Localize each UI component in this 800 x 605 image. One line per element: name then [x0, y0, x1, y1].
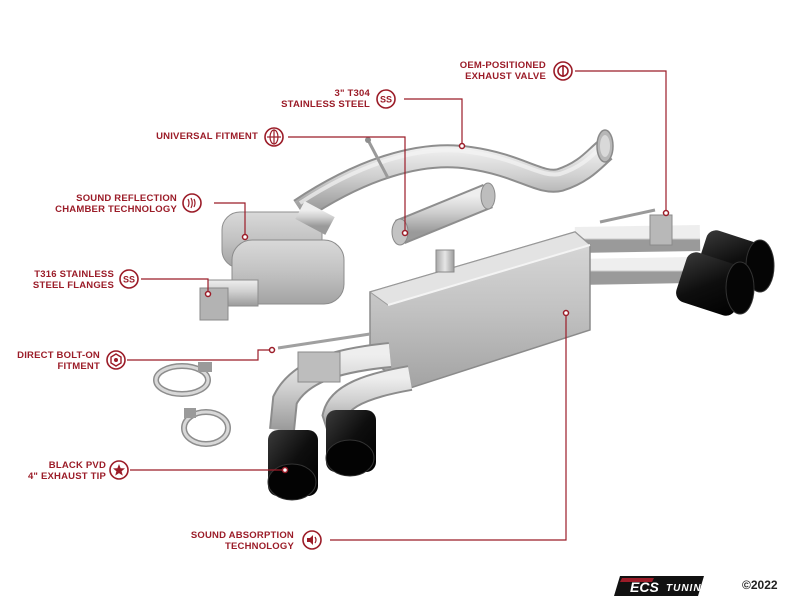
rear-muffler	[368, 231, 592, 389]
ecs-logo: ECS TUNING	[614, 576, 710, 596]
mid-pipe	[391, 182, 496, 246]
hanger-rod	[365, 137, 390, 179]
v-band-clamp-2	[181, 408, 231, 447]
svg-text:SS: SS	[123, 275, 135, 285]
copyright-text: ©2022	[742, 578, 778, 592]
exhaust-tip-left-inner	[325, 410, 376, 477]
valve-icon	[553, 61, 573, 81]
sound-waves-icon	[182, 193, 202, 213]
callout-universal-fitment: UNIVERSAL FITMENT	[156, 131, 258, 142]
globe-icon	[264, 127, 284, 147]
svg-text:SS: SS	[380, 95, 392, 105]
exhaust-tip-left-outer	[267, 430, 318, 501]
callout-t304-steel: 3" T304 STAINLESS STEEL	[281, 88, 370, 110]
callout-sound-reflection: SOUND REFLECTION CHAMBER TECHNOLOGY	[55, 193, 177, 215]
leader-lines	[127, 70, 667, 541]
ss-icon: SS	[119, 269, 139, 289]
speaker-icon	[302, 530, 322, 550]
exhaust-tip-lower-right	[676, 252, 755, 316]
ecs-tuning-watermark: ECS TUNING ©2022	[614, 572, 800, 600]
front-pipe	[293, 129, 614, 220]
rear-left-section	[267, 332, 413, 501]
callout-oem-valve: OEM-POSITIONED EXHAUST VALVE	[459, 60, 546, 82]
svg-text:ECS: ECS	[630, 579, 659, 595]
star-icon	[109, 460, 129, 480]
ss-icon: SS	[376, 89, 396, 109]
resonator-assembly	[199, 201, 345, 321]
v-band-clamp-1	[153, 362, 212, 397]
rear-right-section	[574, 208, 775, 316]
hex-bolt-icon	[106, 350, 126, 370]
callout-sound-absorption: SOUND ABSORPTION TECHNOLOGY	[190, 530, 294, 552]
callout-direct-bolt-on: DIRECT BOLT-ON FITMENT	[17, 350, 100, 372]
svg-text:TUNING: TUNING	[666, 583, 710, 594]
callout-black-pvd-tip: BLACK PVD 4" EXHAUST TIP	[27, 460, 106, 482]
leader-dots	[204, 142, 670, 474]
callout-t316-flanges: T316 STAINLESS STEEL FLANGES	[32, 269, 114, 291]
